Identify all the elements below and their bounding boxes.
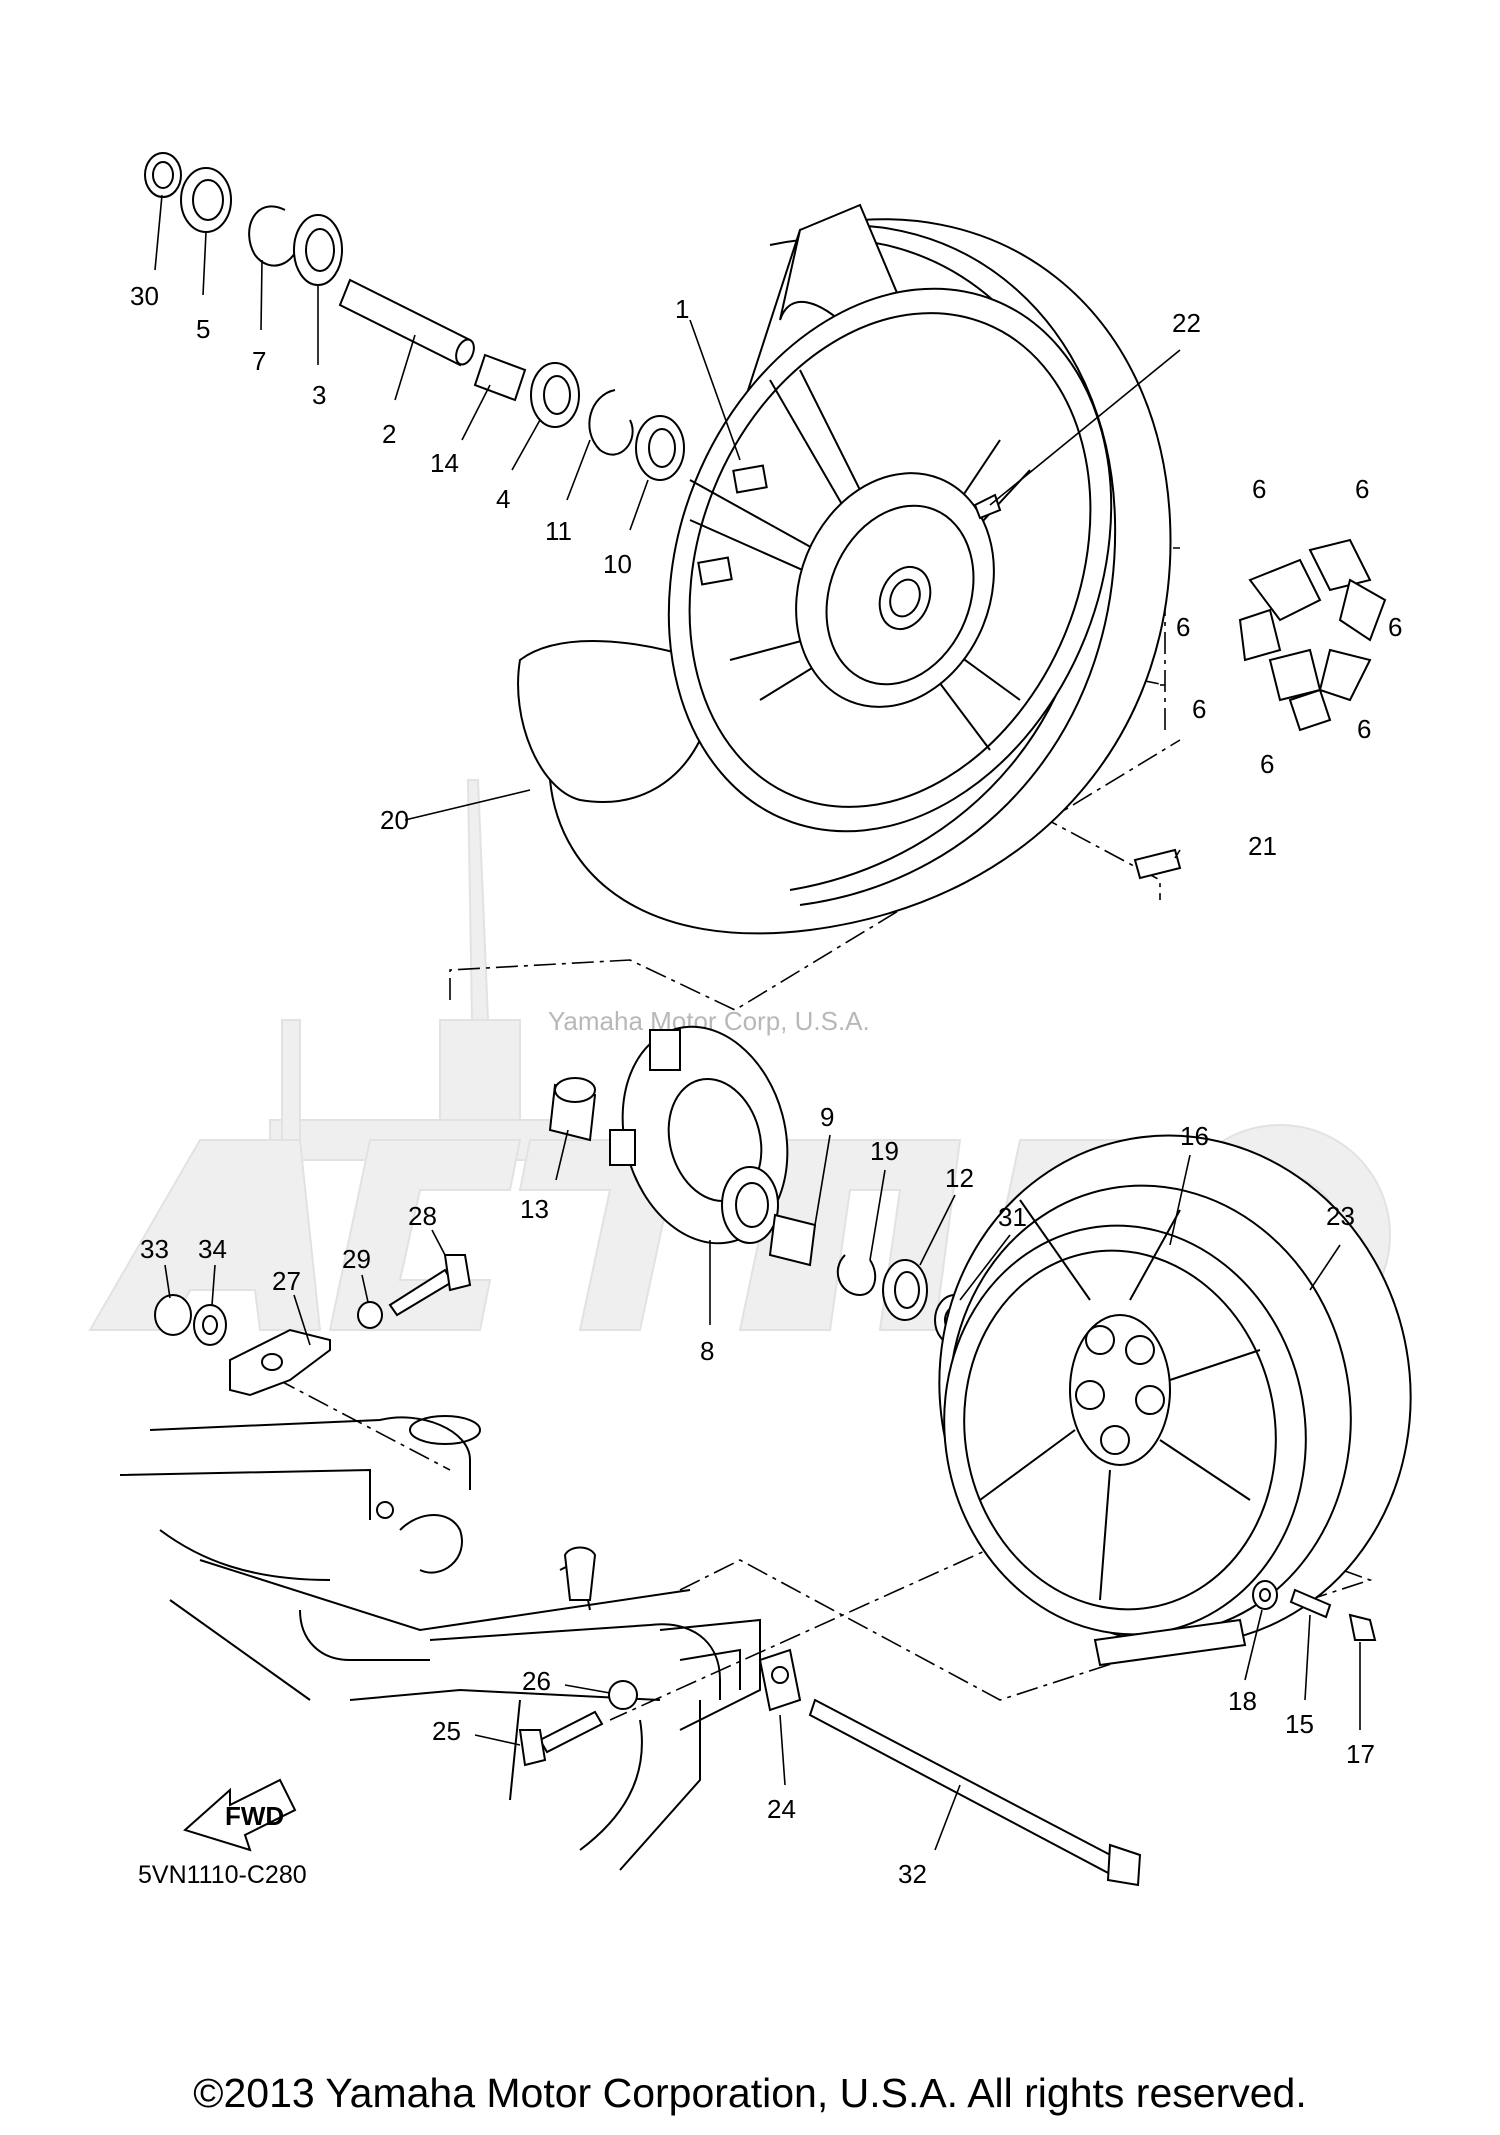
fwd-label: FWD (225, 1801, 284, 1831)
callout-31: 31 (998, 1202, 1027, 1232)
callout-25: 25 (432, 1716, 461, 1746)
nut-and-washer (154, 1294, 227, 1346)
callout-6-b: 6 (1355, 474, 1369, 504)
callout-6-f: 6 (1357, 714, 1371, 744)
reference-code: 5VN1110-C280 (138, 1861, 307, 1889)
hub-dampers (1238, 538, 1387, 732)
callout-17: 17 (1346, 1739, 1375, 1769)
callout-1: 1 (675, 294, 689, 324)
callout-28: 28 (408, 1201, 437, 1231)
adjuster-plate (229, 1328, 331, 1397)
callout-5: 5 (196, 314, 210, 344)
callout-13: 13 (520, 1194, 549, 1224)
callout-6-d: 6 (1192, 694, 1206, 724)
callout-14: 14 (430, 448, 459, 478)
chain-puller (758, 1648, 802, 1712)
callout-18: 18 (1228, 1686, 1257, 1716)
swingarm (119, 1415, 761, 1871)
callout-3: 3 (312, 380, 326, 410)
copyright-notice: ©2013 Yamaha Motor Corporation, U.S.A. A… (193, 2070, 1307, 2116)
callout-24: 24 (767, 1794, 796, 1824)
callout-27: 27 (272, 1266, 301, 1296)
callout-6-c: 6 (1176, 612, 1190, 642)
callout-11: 11 (545, 516, 572, 546)
pivot-bolt (518, 1680, 638, 1767)
callout-labels: 30 5 7 3 2 14 4 11 10 1 22 6 6 6 6 6 6 6… (130, 281, 1402, 1889)
callout-9: 9 (820, 1102, 834, 1132)
callout-19: 19 (870, 1136, 899, 1166)
balance-weight (1133, 848, 1182, 880)
callout-26: 26 (522, 1666, 551, 1696)
callout-21: 21 (1248, 831, 1277, 861)
pulley-bolt-set (1252, 1580, 1377, 1641)
callout-23: 23 (1326, 1201, 1355, 1231)
rear-axle (808, 1698, 1142, 1887)
callout-4: 4 (496, 484, 510, 514)
callout-30: 30 (130, 281, 159, 311)
callout-8: 8 (700, 1336, 714, 1366)
callout-34: 34 (198, 1234, 227, 1264)
callout-6-g: 6 (1388, 612, 1402, 642)
callout-6-e: 6 (1260, 749, 1274, 779)
callout-32: 32 (898, 1859, 927, 1889)
callout-16: 16 (1180, 1121, 1209, 1151)
callout-29: 29 (342, 1244, 371, 1274)
leader-lines (154, 194, 1361, 1851)
top-left-small-parts (144, 152, 685, 481)
adjuster-bolt (357, 1254, 472, 1329)
forward-arrow: FWD (183, 1778, 297, 1852)
callout-15: 15 (1285, 1709, 1314, 1739)
callout-7: 7 (252, 346, 266, 376)
callout-33: 33 (140, 1234, 169, 1264)
callout-22: 22 (1172, 308, 1201, 338)
callout-10: 10 (603, 549, 632, 579)
rear-pulley-and-belt (938, 1134, 1412, 1667)
wheel-and-tire (517, 203, 1172, 935)
callout-12: 12 (945, 1163, 974, 1193)
callout-6-a: 6 (1252, 474, 1266, 504)
callout-2: 2 (382, 419, 396, 449)
rear-wheel-exploded-diagram: Yamaha Motor Corp, U.S.A. (88, 152, 1412, 1889)
callout-20: 20 (380, 805, 409, 835)
